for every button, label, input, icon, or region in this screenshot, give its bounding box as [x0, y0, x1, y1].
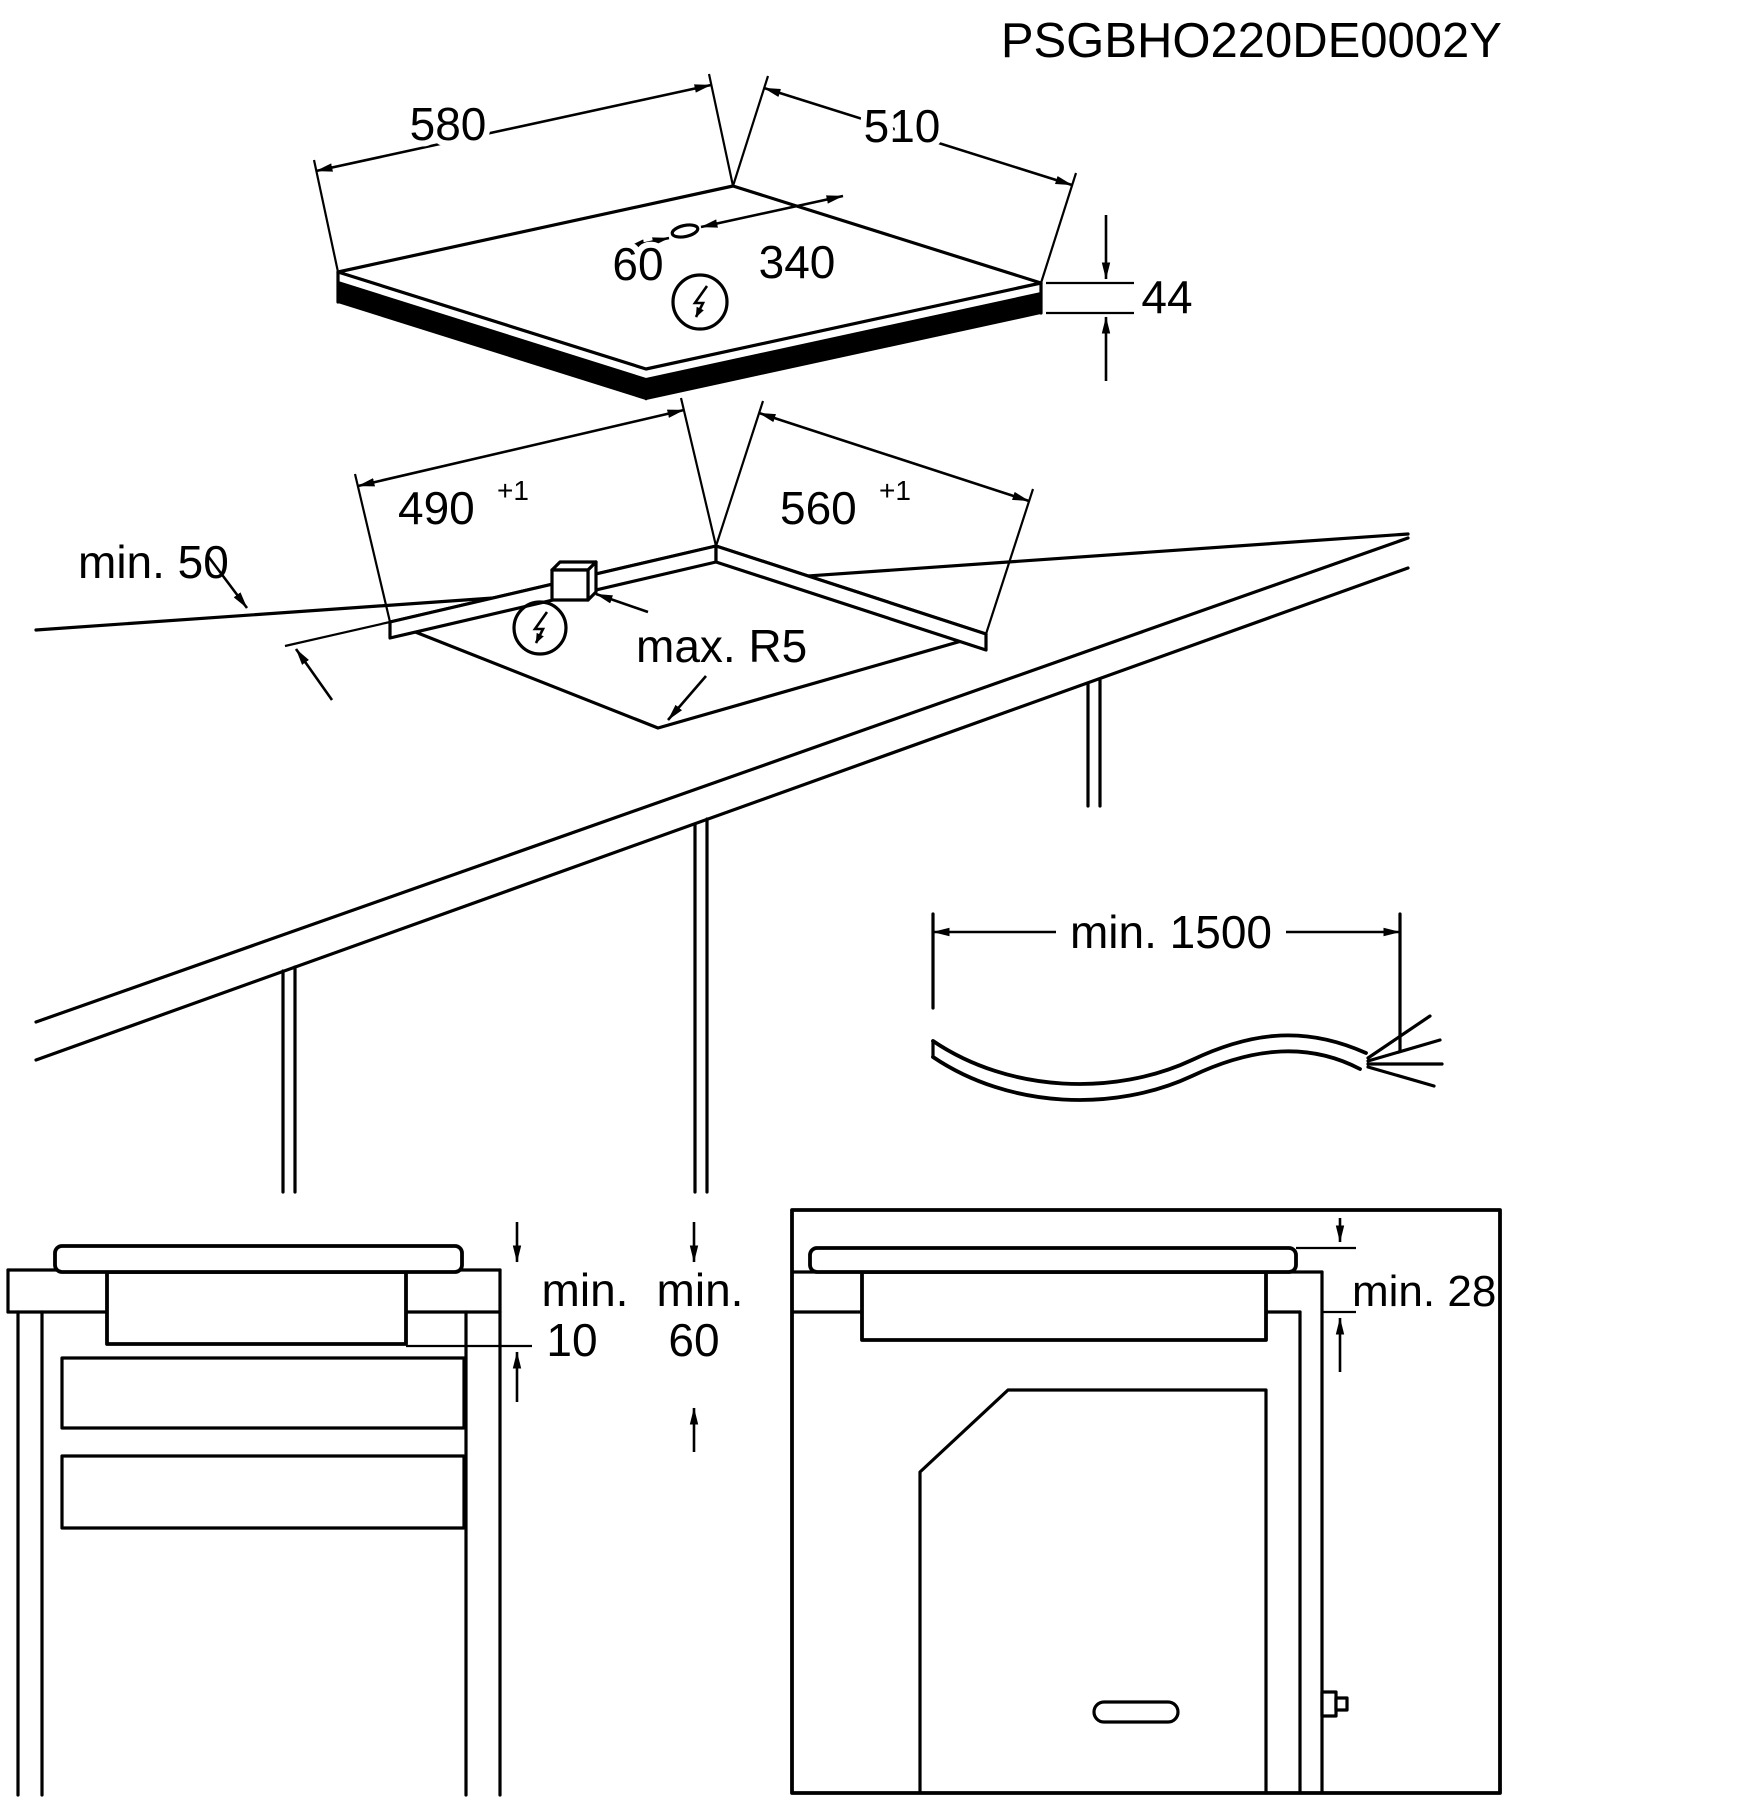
dim-label-gland-right: 340: [759, 236, 836, 288]
hob-glass-section: [53, 1244, 464, 1274]
hob-glass-section: [808, 1246, 1298, 1274]
power-cable: [931, 1014, 1444, 1102]
dim-label-hob-height: 44: [1141, 271, 1192, 323]
worktop-legs: [281, 677, 1102, 1194]
dim-label-cable-length: min. 1500: [1070, 906, 1272, 958]
oven-outline: [918, 1388, 1268, 1795]
dim-label-gland-left: 60: [612, 238, 663, 290]
dim-label-cutout-depth-tolerance: +1: [497, 475, 529, 506]
cabinet-side-view: min. 10 min. 60: [6, 1222, 744, 1797]
control-knob: [1320, 1690, 1349, 1718]
oven-clearance-view: min. 28: [790, 1208, 1502, 1795]
dim-label-hob-width: 580: [410, 98, 487, 150]
terminal-box: [550, 560, 649, 614]
dim-label-cutout-width: 560: [780, 482, 857, 534]
electrical-connection-icon: [512, 600, 568, 656]
cable-wire-ends: [1366, 1014, 1444, 1088]
oven-handle: [1092, 1700, 1180, 1724]
worktop-cutout-view: min. 50 490 +1 560 +1 max. R5: [34, 397, 1410, 1194]
electrical-connection-icon: [671, 273, 729, 331]
dim-label-cutout-depth: 490: [398, 482, 475, 534]
clearance-value-below-hob: 10: [546, 1314, 597, 1366]
clearance-label-below-hob: min.: [542, 1264, 629, 1316]
dim-label-hob-depth: 510: [864, 100, 941, 152]
drawer-front-upper: [60, 1356, 466, 1430]
clearance-label-cabinet: min.: [657, 1264, 744, 1316]
cable-gland-hole: [670, 223, 700, 239]
detail-frame: [790, 1208, 1502, 1795]
dim-label-cutout-width-tolerance: +1: [879, 475, 911, 506]
worktop-front-top-edge: [34, 536, 1410, 1024]
drawing-code: PSGBHO220DE0002Y: [1001, 14, 1502, 68]
hob-body-section: [105, 1270, 408, 1346]
clearance-label-oven: min. 28: [1352, 1267, 1496, 1316]
power-cable-view: min. 1500: [931, 906, 1444, 1102]
clearance-value-cabinet: 60: [668, 1314, 719, 1366]
hob-top-view: 60 340 580 510 44: [312, 73, 1199, 401]
drawer-front-lower: [60, 1454, 466, 1530]
hob-body-section: [860, 1270, 1268, 1342]
worktop-front-bottom-edge: [34, 566, 1410, 1062]
dim-label-rear-clearance: min. 50: [78, 536, 229, 588]
dim-label-corner-radius: max. R5: [636, 620, 807, 672]
